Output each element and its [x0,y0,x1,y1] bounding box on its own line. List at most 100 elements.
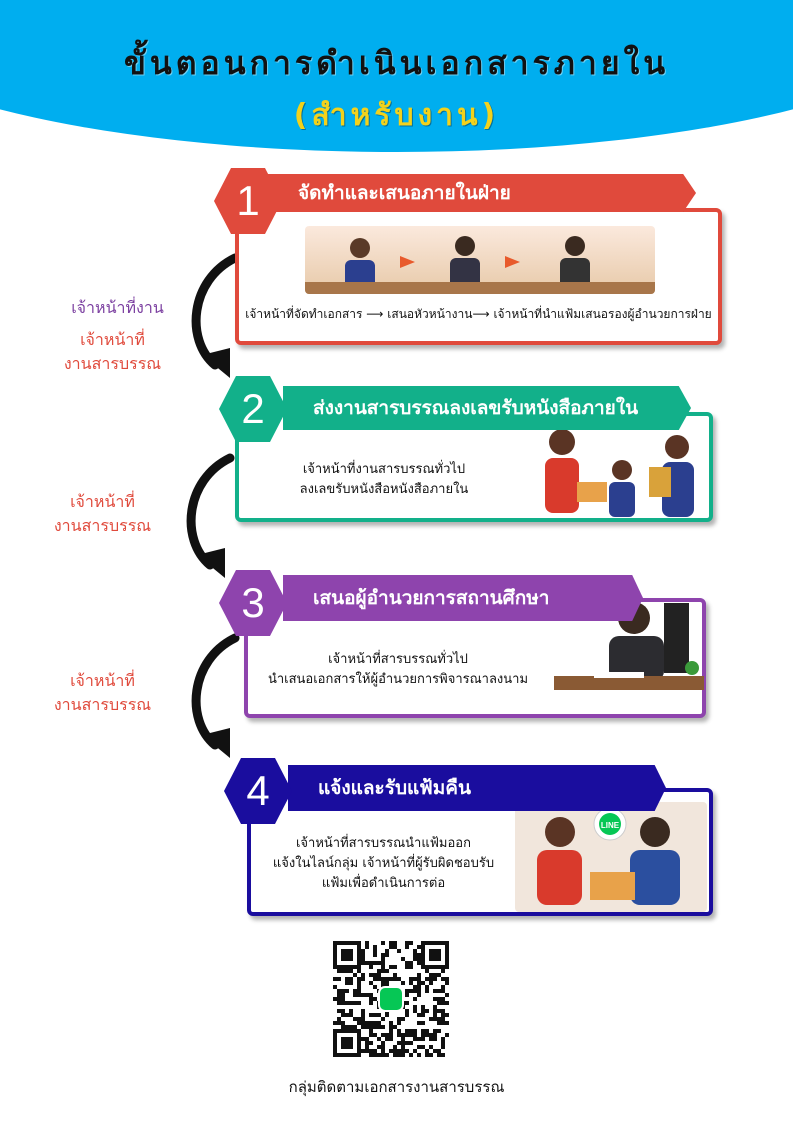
qr-module [429,957,433,961]
qr-module [421,1013,425,1017]
qr-module [345,1041,349,1045]
qr-module [413,989,417,993]
line-group-qr-code[interactable] [333,941,449,1057]
qr-module [369,1029,373,1033]
qr-module [409,1029,413,1033]
qr-module [341,1021,345,1025]
qr-module [361,973,365,977]
side-label-line: งานสารบรรณ [53,695,152,714]
qr-module [357,1037,361,1041]
qr-module [429,973,433,977]
qr-module [421,941,425,945]
qr-module [365,941,369,945]
qr-module [409,977,413,981]
qr-module [357,957,361,961]
qr-module [393,1045,397,1049]
qr-module [341,1037,345,1041]
qr-module [377,969,381,973]
qr-module [409,961,413,965]
qr-module [441,997,445,1001]
qr-module [393,965,397,969]
qr-module [353,1001,357,1005]
qr-module [441,977,445,981]
qr-module [365,1049,369,1053]
qr-module [405,1033,409,1037]
qr-module [429,1037,433,1041]
qr-module [417,989,421,993]
qr-module [341,989,345,993]
qr-module [401,1017,405,1021]
qr-module [445,993,449,997]
qr-module [405,1001,409,1005]
qr-module [433,957,437,961]
qr-module [357,981,361,985]
qr-module [441,1009,445,1013]
qr-module [409,941,413,945]
qr-module [405,945,409,949]
header-banner [0,0,793,152]
qr-module [385,1013,389,1017]
qr-module [401,981,405,985]
qr-module [369,993,373,997]
line-logo-icon [378,986,404,1012]
qr-module [349,953,353,957]
page-title: ขั้นตอนการดำเนินเอกสารภายใน [123,44,670,82]
qr-module [373,945,377,949]
qr-module [405,965,409,969]
qr-module [333,961,337,965]
qr-module [417,1053,421,1057]
qr-module [341,941,345,945]
qr-module [413,985,417,989]
step-1-card: เจ้าหน้าที่จัดทำเอกสาร ⟶ เสนอหัวหน้างาน⟶… [235,208,722,345]
qr-module [437,1021,441,1025]
qr-module [373,1025,377,1029]
qr-module [349,1009,353,1013]
qr-module [353,941,357,945]
description-line: ลงเลขรับหนังสือหนังสือภายใน [299,482,469,497]
qr-module [353,1053,357,1057]
qr-module [365,1045,369,1049]
qr-module [413,949,417,953]
qr-module [333,965,337,969]
qr-module [429,949,433,953]
qr-module [441,1021,445,1025]
qr-module [341,957,345,961]
qr-module [381,1045,385,1049]
qr-module [437,1001,441,1005]
line-badge: LINE [601,821,620,830]
qr-module [429,1017,433,1021]
qr-module [397,1021,401,1025]
qr-module [337,1029,341,1033]
qr-module [365,993,369,997]
qr-module [425,1033,429,1037]
qr-module [421,1021,425,1025]
qr-module [389,1025,393,1029]
qr-module [389,945,393,949]
qr-module [369,961,373,965]
qr-module [345,949,349,953]
qr-module [369,1033,373,1037]
qr-module [441,1001,445,1005]
side-label-line: งานสารบรรณ [53,516,152,535]
qr-module [393,941,397,945]
qr-module [425,941,429,945]
qr-module [445,957,449,961]
step-1-illustration [305,226,655,294]
qr-module [361,1013,365,1017]
qr-module [349,941,353,945]
qr-module [421,945,425,949]
qr-module [425,985,429,989]
qr-module [385,977,389,981]
qr-module [345,965,349,969]
qr-module [377,977,381,981]
qr-module [413,957,417,961]
qr-module [341,993,345,997]
qr-module [405,961,409,965]
qr-module [421,1009,425,1013]
qr-module [345,989,349,993]
qr-module [373,1013,377,1017]
qr-module [333,1041,337,1045]
qr-module [349,957,353,961]
qr-module [361,993,365,997]
qr-module [417,1045,421,1049]
